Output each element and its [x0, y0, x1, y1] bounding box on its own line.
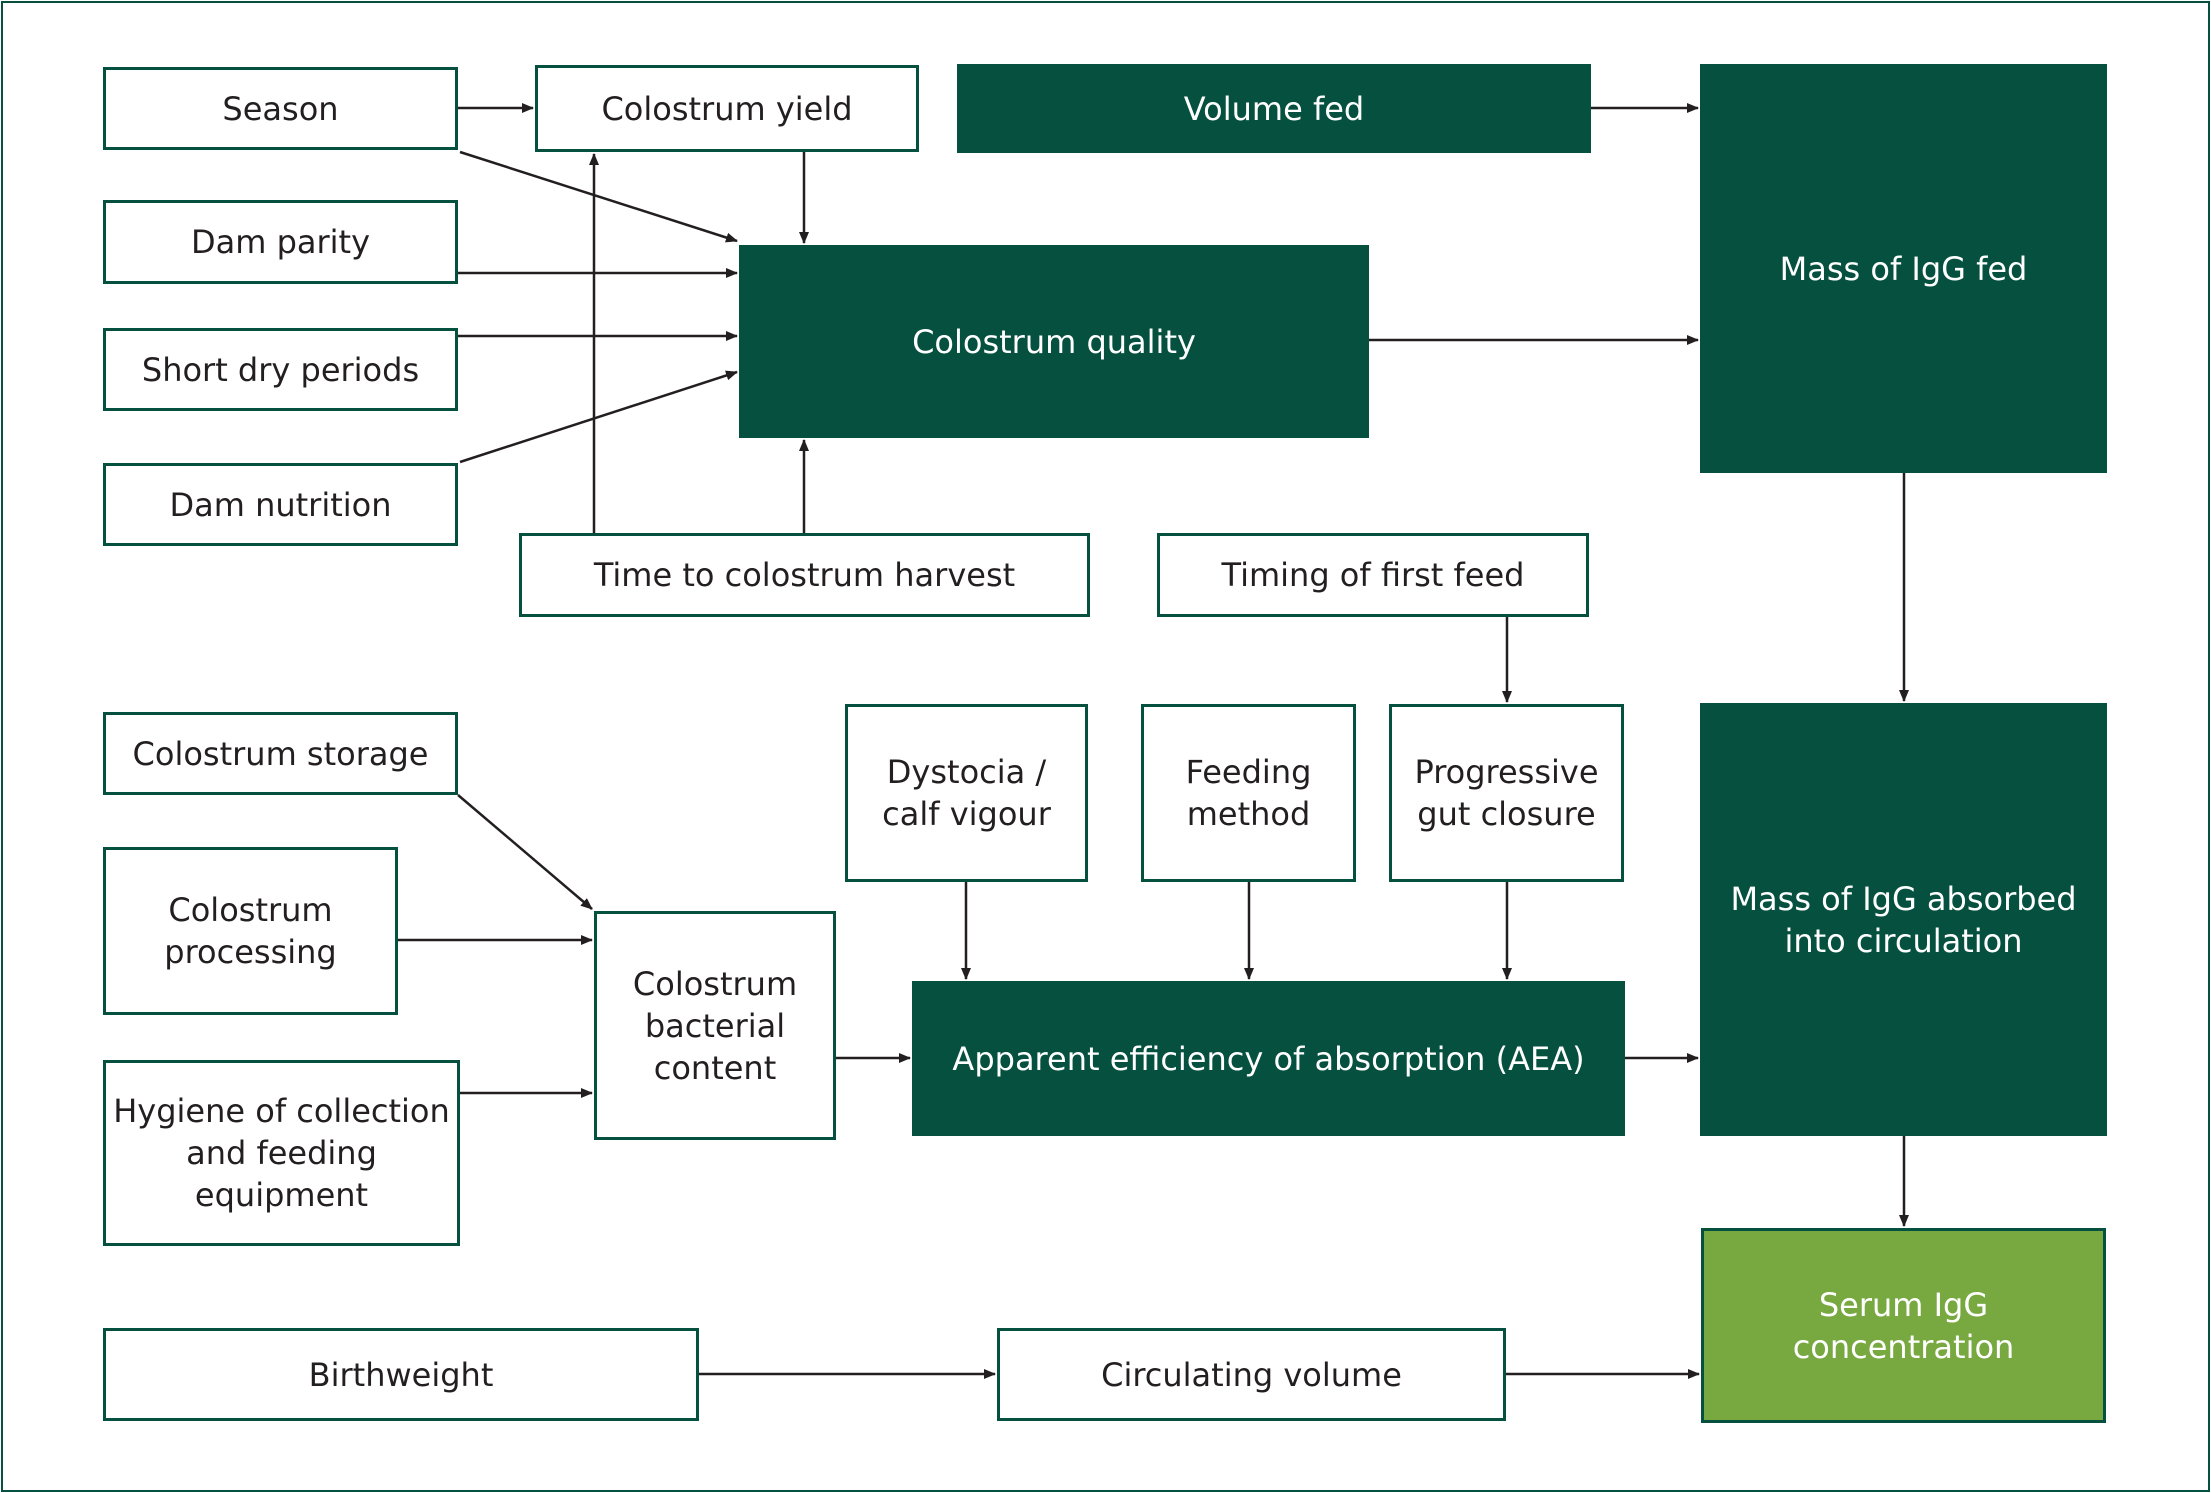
- node-serum-igg-concentration: Serum IgG concentration: [1701, 1228, 2106, 1423]
- node-hygiene-of-equipment: Hygiene of collection and feeding equipm…: [103, 1060, 460, 1246]
- node-short-dry-periods: Short dry periods: [103, 328, 458, 411]
- arrow-season-to-colostrum-quality: [459, 150, 738, 243]
- node-dam-nutrition: Dam nutrition: [103, 463, 458, 546]
- node-mass-igg-absorbed: Mass of IgG absorbed into circulation: [1700, 703, 2107, 1136]
- arrow-storage-to-bacterial-content: [457, 794, 593, 910]
- node-colostrum-processing: Colostrum processing: [103, 847, 398, 1015]
- node-dam-parity: Dam parity: [103, 200, 458, 284]
- node-apparent-efficiency-of-absorption: Apparent efficiency of absorption (AEA): [912, 981, 1625, 1136]
- node-colostrum-bacterial-content: Colostrum bacterial content: [594, 911, 836, 1140]
- arrow-dam-nutrition-to-colostrum-quality: [459, 370, 738, 464]
- node-volume-fed: Volume fed: [957, 64, 1591, 153]
- node-season: Season: [103, 67, 458, 150]
- node-timing-of-first-feed: Timing of first feed: [1157, 533, 1589, 617]
- node-colostrum-storage: Colostrum storage: [103, 712, 458, 795]
- node-progressive-gut-closure: Progressive gut closure: [1389, 704, 1624, 882]
- node-colostrum-yield: Colostrum yield: [535, 65, 919, 152]
- node-feeding-method: Feeding method: [1141, 704, 1356, 882]
- node-mass-igg-fed: Mass of IgG fed: [1700, 64, 2107, 473]
- node-circulating-volume: Circulating volume: [997, 1328, 1506, 1421]
- node-dystocia-calf-vigour: Dystocia / calf vigour: [845, 704, 1088, 882]
- node-time-to-colostrum-harvest: Time to colostrum harvest: [519, 533, 1090, 617]
- node-birthweight: Birthweight: [103, 1328, 699, 1421]
- node-colostrum-quality: Colostrum quality: [739, 245, 1369, 438]
